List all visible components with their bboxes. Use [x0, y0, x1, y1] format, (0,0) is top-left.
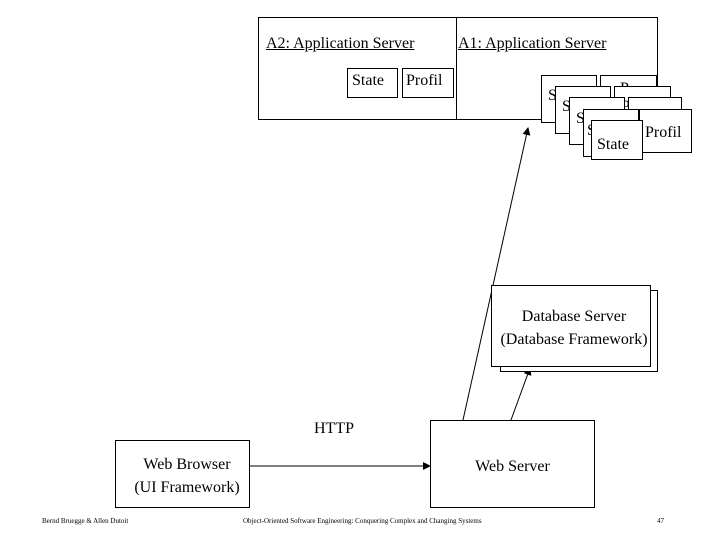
- session-profil-label: Profil: [645, 124, 682, 141]
- a2-title: A2: Application Server: [266, 35, 415, 52]
- webserver-database-line: [504, 367, 532, 428]
- session-profil-box: [639, 109, 692, 153]
- footer-authors: Bernd Bruegge & Allen Dutoit: [42, 517, 129, 525]
- database-framework-label: (Database Framework): [500, 331, 648, 348]
- a2-state-label: State: [352, 72, 384, 89]
- session-p-label: P: [621, 98, 630, 115]
- database-server: [491, 285, 651, 367]
- webserver-appserver-line: [457, 127, 531, 428]
- web-server: [430, 420, 595, 508]
- session-s-label: S: [576, 110, 585, 127]
- web-browser-label: Web Browser: [143, 456, 231, 473]
- session-state-box: [591, 120, 643, 160]
- http-label: HTTP: [314, 420, 354, 437]
- a1-title: A1: Application Server: [458, 35, 607, 52]
- session-state-label: State: [597, 136, 629, 153]
- session-s-label: S: [562, 98, 571, 115]
- ui-framework-label: (UI Framework): [134, 479, 240, 496]
- a2-profil-box: [402, 68, 454, 98]
- database-server-label: Database Server: [521, 308, 627, 325]
- web-server-label: Web Server: [475, 458, 550, 475]
- a2-state-box: [347, 68, 398, 98]
- session-s-label: S: [548, 87, 557, 104]
- web-browser: [115, 440, 250, 508]
- footer-page-number: 47: [657, 517, 664, 525]
- a2-profil-label: Profil: [406, 72, 443, 89]
- footer-book-title: Object-Oriented Software Engineering: Co…: [243, 517, 482, 525]
